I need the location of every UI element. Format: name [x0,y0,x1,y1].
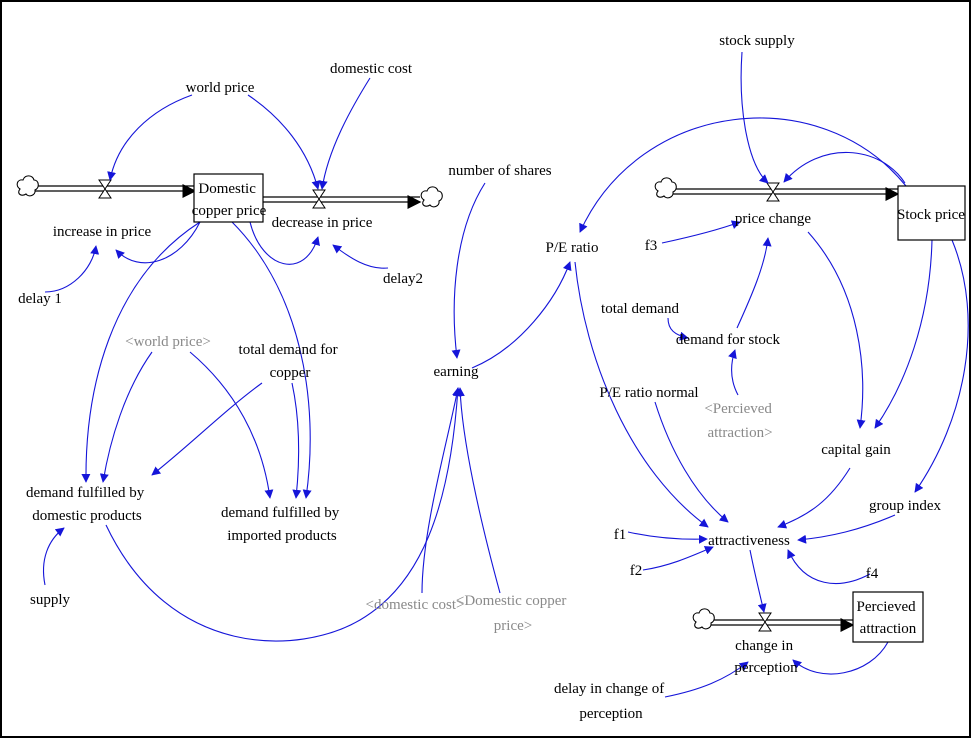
var-delay-1: delay 1 [18,291,62,307]
var-earning: earning [434,364,479,380]
var-group-index: group index [869,498,942,514]
shadow-var-percieved-attraction: <Percieved attraction> [704,401,775,441]
var-demand-fulfilled-domestic: demand fulfilled by domestic products [26,485,148,524]
stock-box-stock-price[interactable] [897,185,966,241]
shadow-var-domestic-copper-price: <Domestic copper price> [456,593,570,634]
var-f4: f4 [866,566,879,582]
var-delay2: delay2 [383,271,423,287]
var-demand-for-stock: demand for stock [676,332,781,348]
var-demand-fulfilled-imported: demand fulfilled by imported products [221,505,343,544]
flow-label-price-change: price change [735,211,812,227]
var-f2: f2 [630,563,643,579]
source-cloud-icon [654,177,677,199]
stock-box-domestic-copper-price[interactable] [193,173,264,223]
source-cloud-icon [16,175,39,197]
var-pe-ratio-normal: P/E ratio normal [599,385,698,401]
valve-icon [766,182,780,202]
flow-label-change-in-perception: change in perception [734,638,798,676]
var-world-price: world price [186,80,255,96]
stock-box-percieved-attraction[interactable] [852,591,924,643]
causal-links [42,51,969,698]
shadow-var-domestic-cost: <domestic cost> [366,597,465,613]
var-supply: supply [30,592,71,608]
var-total-demand-for-copper: total demand for copper [239,342,342,381]
sink-cloud-icon [420,186,443,208]
stock-label-percieved-attraction: Percieved attraction [857,599,920,637]
valve-icon [98,179,112,199]
valve-icon [312,189,326,209]
flow-label-decrease-in-price: decrease in price [272,215,373,231]
var-delay-in-change-of-perception: delay in change of perception [554,681,668,722]
flow-pipes [32,184,900,632]
var-f3: f3 [645,238,658,254]
var-domestic-cost: domestic cost [330,61,413,77]
shadow-var-world-price: <world price> [125,334,211,350]
var-attractiveness: attractiveness [708,533,790,549]
var-f1: f1 [614,527,627,543]
var-total-demand: total demand [601,301,679,317]
var-stock-supply: stock supply [719,33,795,49]
flow-label-increase-in-price: increase in price [53,224,152,240]
var-number-of-shares: number of shares [448,163,551,179]
stock-label-domestic-copper-price: Domestic copper price [192,181,267,219]
source-cloud-icon [692,608,715,630]
var-pe-ratio: P/E ratio [546,240,599,256]
stock-label-stock-price: Stock price [897,207,965,223]
var-capital-gain: capital gain [821,442,891,458]
valve-icon [758,612,772,632]
